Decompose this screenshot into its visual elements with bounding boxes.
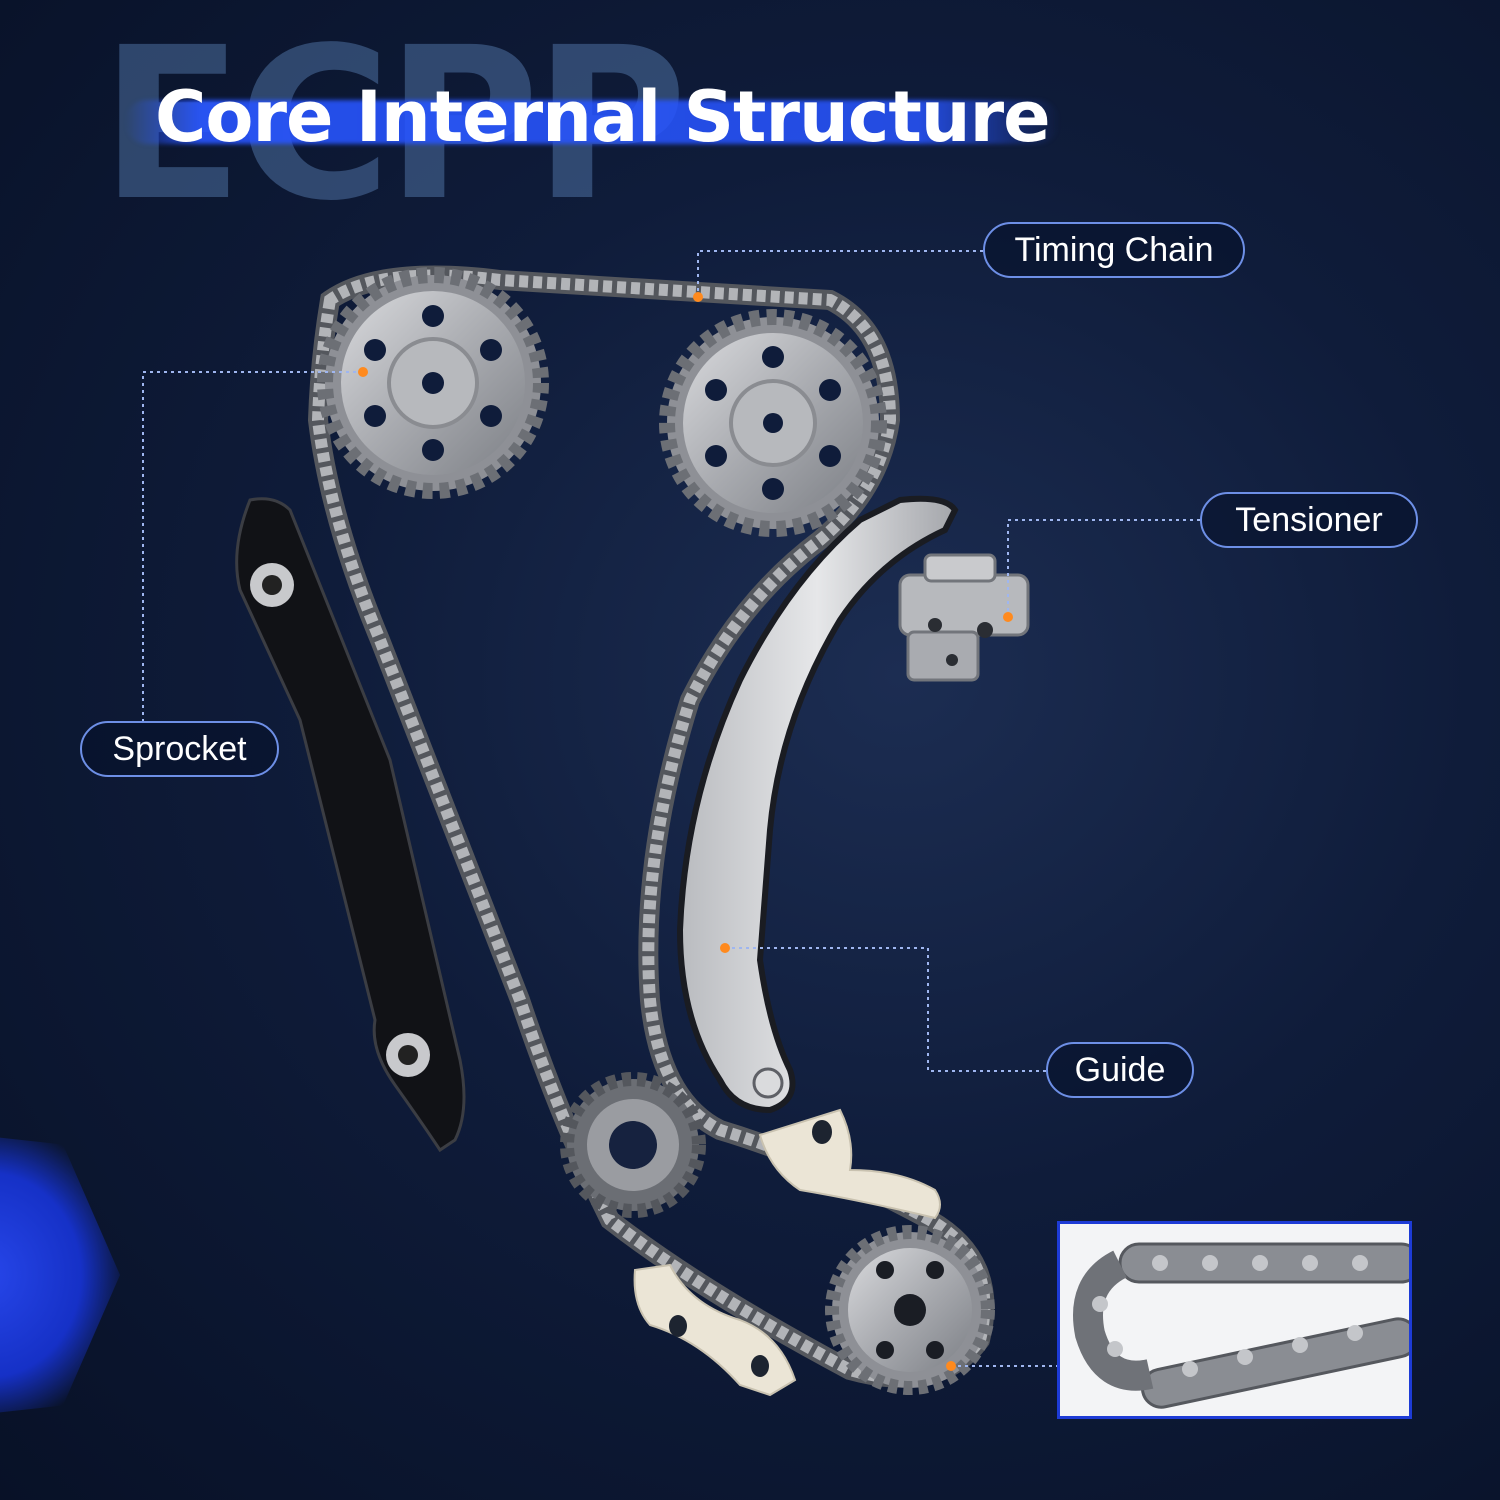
sprocket-label: Sprocket [80, 721, 279, 777]
leader-lines [142, 250, 1200, 1367]
cam-sprocket-left [317, 267, 549, 499]
page-title: Core Internal Structure [155, 76, 1051, 158]
tensioner-label: Tensioner [1200, 492, 1418, 548]
hydraulic-tensioner [898, 553, 1030, 682]
timing-chain-label: Timing Chain [983, 222, 1245, 278]
chain-closeup-inset [1057, 1221, 1412, 1419]
cam-sprocket-right [659, 309, 887, 537]
plastic-slipper-upper [758, 1108, 941, 1220]
guide-label: Guide [1046, 1042, 1194, 1098]
chain-closeup-image [1073, 1242, 1409, 1409]
plastic-slipper-lower [633, 1263, 797, 1397]
crank-sprocket [560, 1072, 706, 1218]
oil-pump-sprocket [825, 1225, 995, 1395]
callout-markers [358, 292, 1013, 1371]
title-highlight [125, 100, 1060, 144]
tensioner-arm [676, 495, 959, 1114]
fixed-chain-guide [235, 497, 466, 1153]
